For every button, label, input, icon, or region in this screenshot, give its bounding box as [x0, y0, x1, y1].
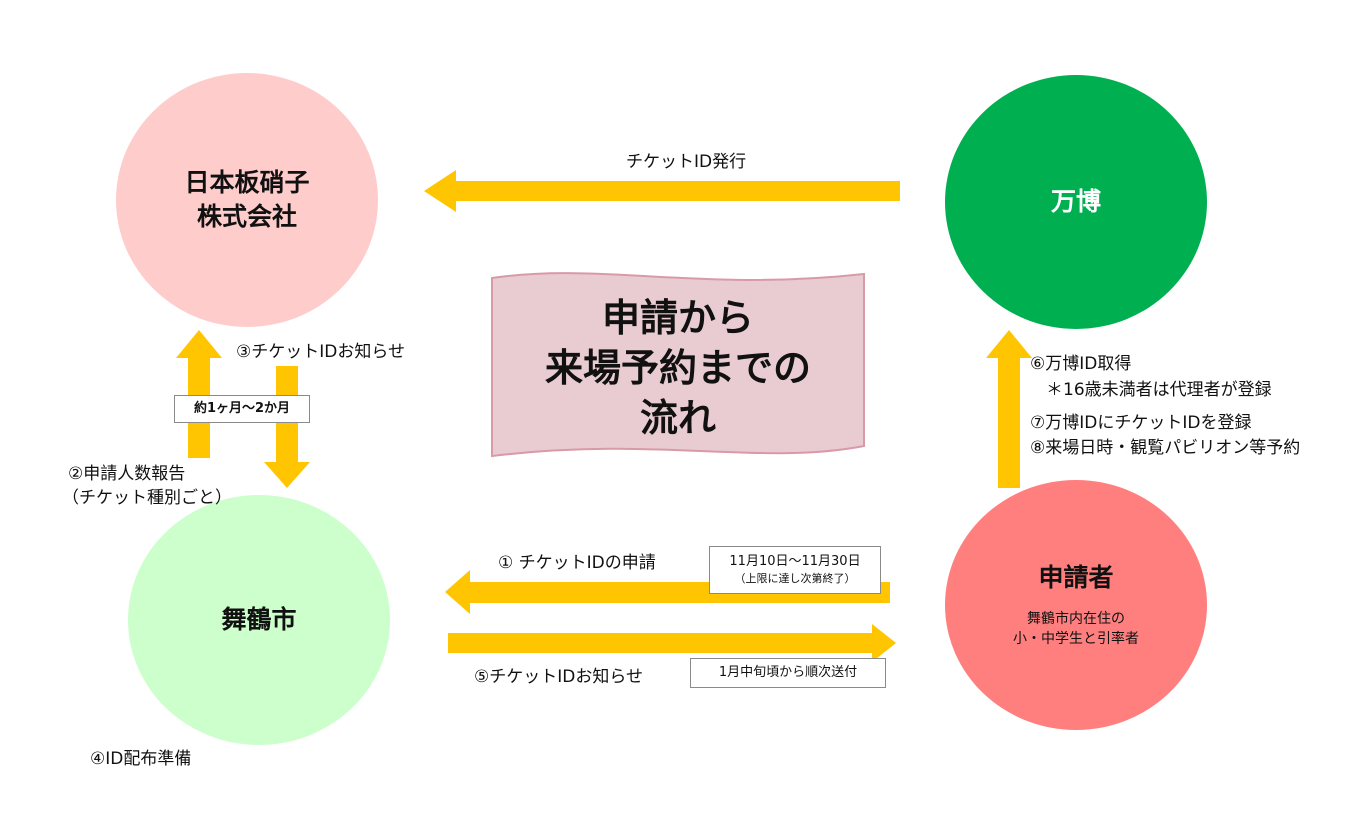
node-glass-name-line1: 日本板硝子	[184, 168, 310, 197]
node-applicant-name: 申請者	[1038, 563, 1114, 592]
arrow-step5-right	[448, 624, 896, 662]
node-glass-name-line2: 株式会社	[196, 202, 297, 231]
node-expo-name: 万博	[1050, 187, 1101, 216]
note-step1-line2: （上限に達し次第終了）	[734, 572, 856, 585]
banner-line2: 来場予約までの	[544, 346, 811, 390]
note-step3-duration: 約1ヶ月〜2か月	[174, 395, 310, 423]
title-banner-shape	[491, 272, 865, 458]
label-step2-line1: ②申請人数報告	[68, 464, 186, 484]
label-step5: ⑤チケットIDお知らせ	[474, 667, 644, 687]
arrow-step2-up	[176, 330, 222, 458]
banner-line1: 申請から	[601, 296, 754, 340]
arrow-ticket-issue	[424, 170, 900, 212]
label-step7: ⑦万博IDにチケットIDを登録	[1030, 413, 1252, 433]
arrow-step6-up	[986, 330, 1032, 488]
label-step8: ⑧来場日時・観覧パビリオン等予約	[1030, 438, 1301, 458]
label-ticket-issue: チケットID発行	[626, 152, 747, 172]
label-step2-line2: （チケット種別ごと）	[62, 488, 232, 508]
node-city-name: 舞鶴市	[221, 605, 297, 634]
label-step6: ⑥万博ID取得	[1030, 354, 1132, 374]
label-step6-note: ＊16歳未満者は代理者が登録	[1046, 380, 1272, 400]
arrow-step1-left	[445, 570, 890, 614]
node-applicant-sub-line1: 舞鶴市内在住の	[1027, 611, 1125, 627]
node-nippon-sheet-glass: 日本板硝子 株式会社	[116, 73, 378, 327]
node-expo: 万博	[945, 75, 1207, 329]
node-applicant-sub-line2: 小・中学生と引率者	[1013, 631, 1139, 647]
title-banner: 申請から 来場予約までの 流れ	[492, 278, 864, 458]
note-step1-period: 11月10日〜11月30日 （上限に達し次第終了）	[709, 546, 881, 594]
banner-line3: 流れ	[639, 396, 716, 440]
note-step5-timing: 1月中旬頃から順次送付	[690, 658, 886, 688]
label-step4: ④ID配布準備	[90, 749, 192, 769]
node-applicant: 申請者 舞鶴市内在住の 小・中学生と引率者	[945, 480, 1207, 730]
label-step1: ① チケットIDの申請	[498, 553, 656, 573]
label-step3: ③チケットIDお知らせ	[236, 342, 406, 362]
node-maizuru-city: 舞鶴市	[128, 495, 390, 745]
note-step1-line1: 11月10日〜11月30日	[729, 554, 861, 569]
arrow-step3-down	[264, 366, 310, 488]
